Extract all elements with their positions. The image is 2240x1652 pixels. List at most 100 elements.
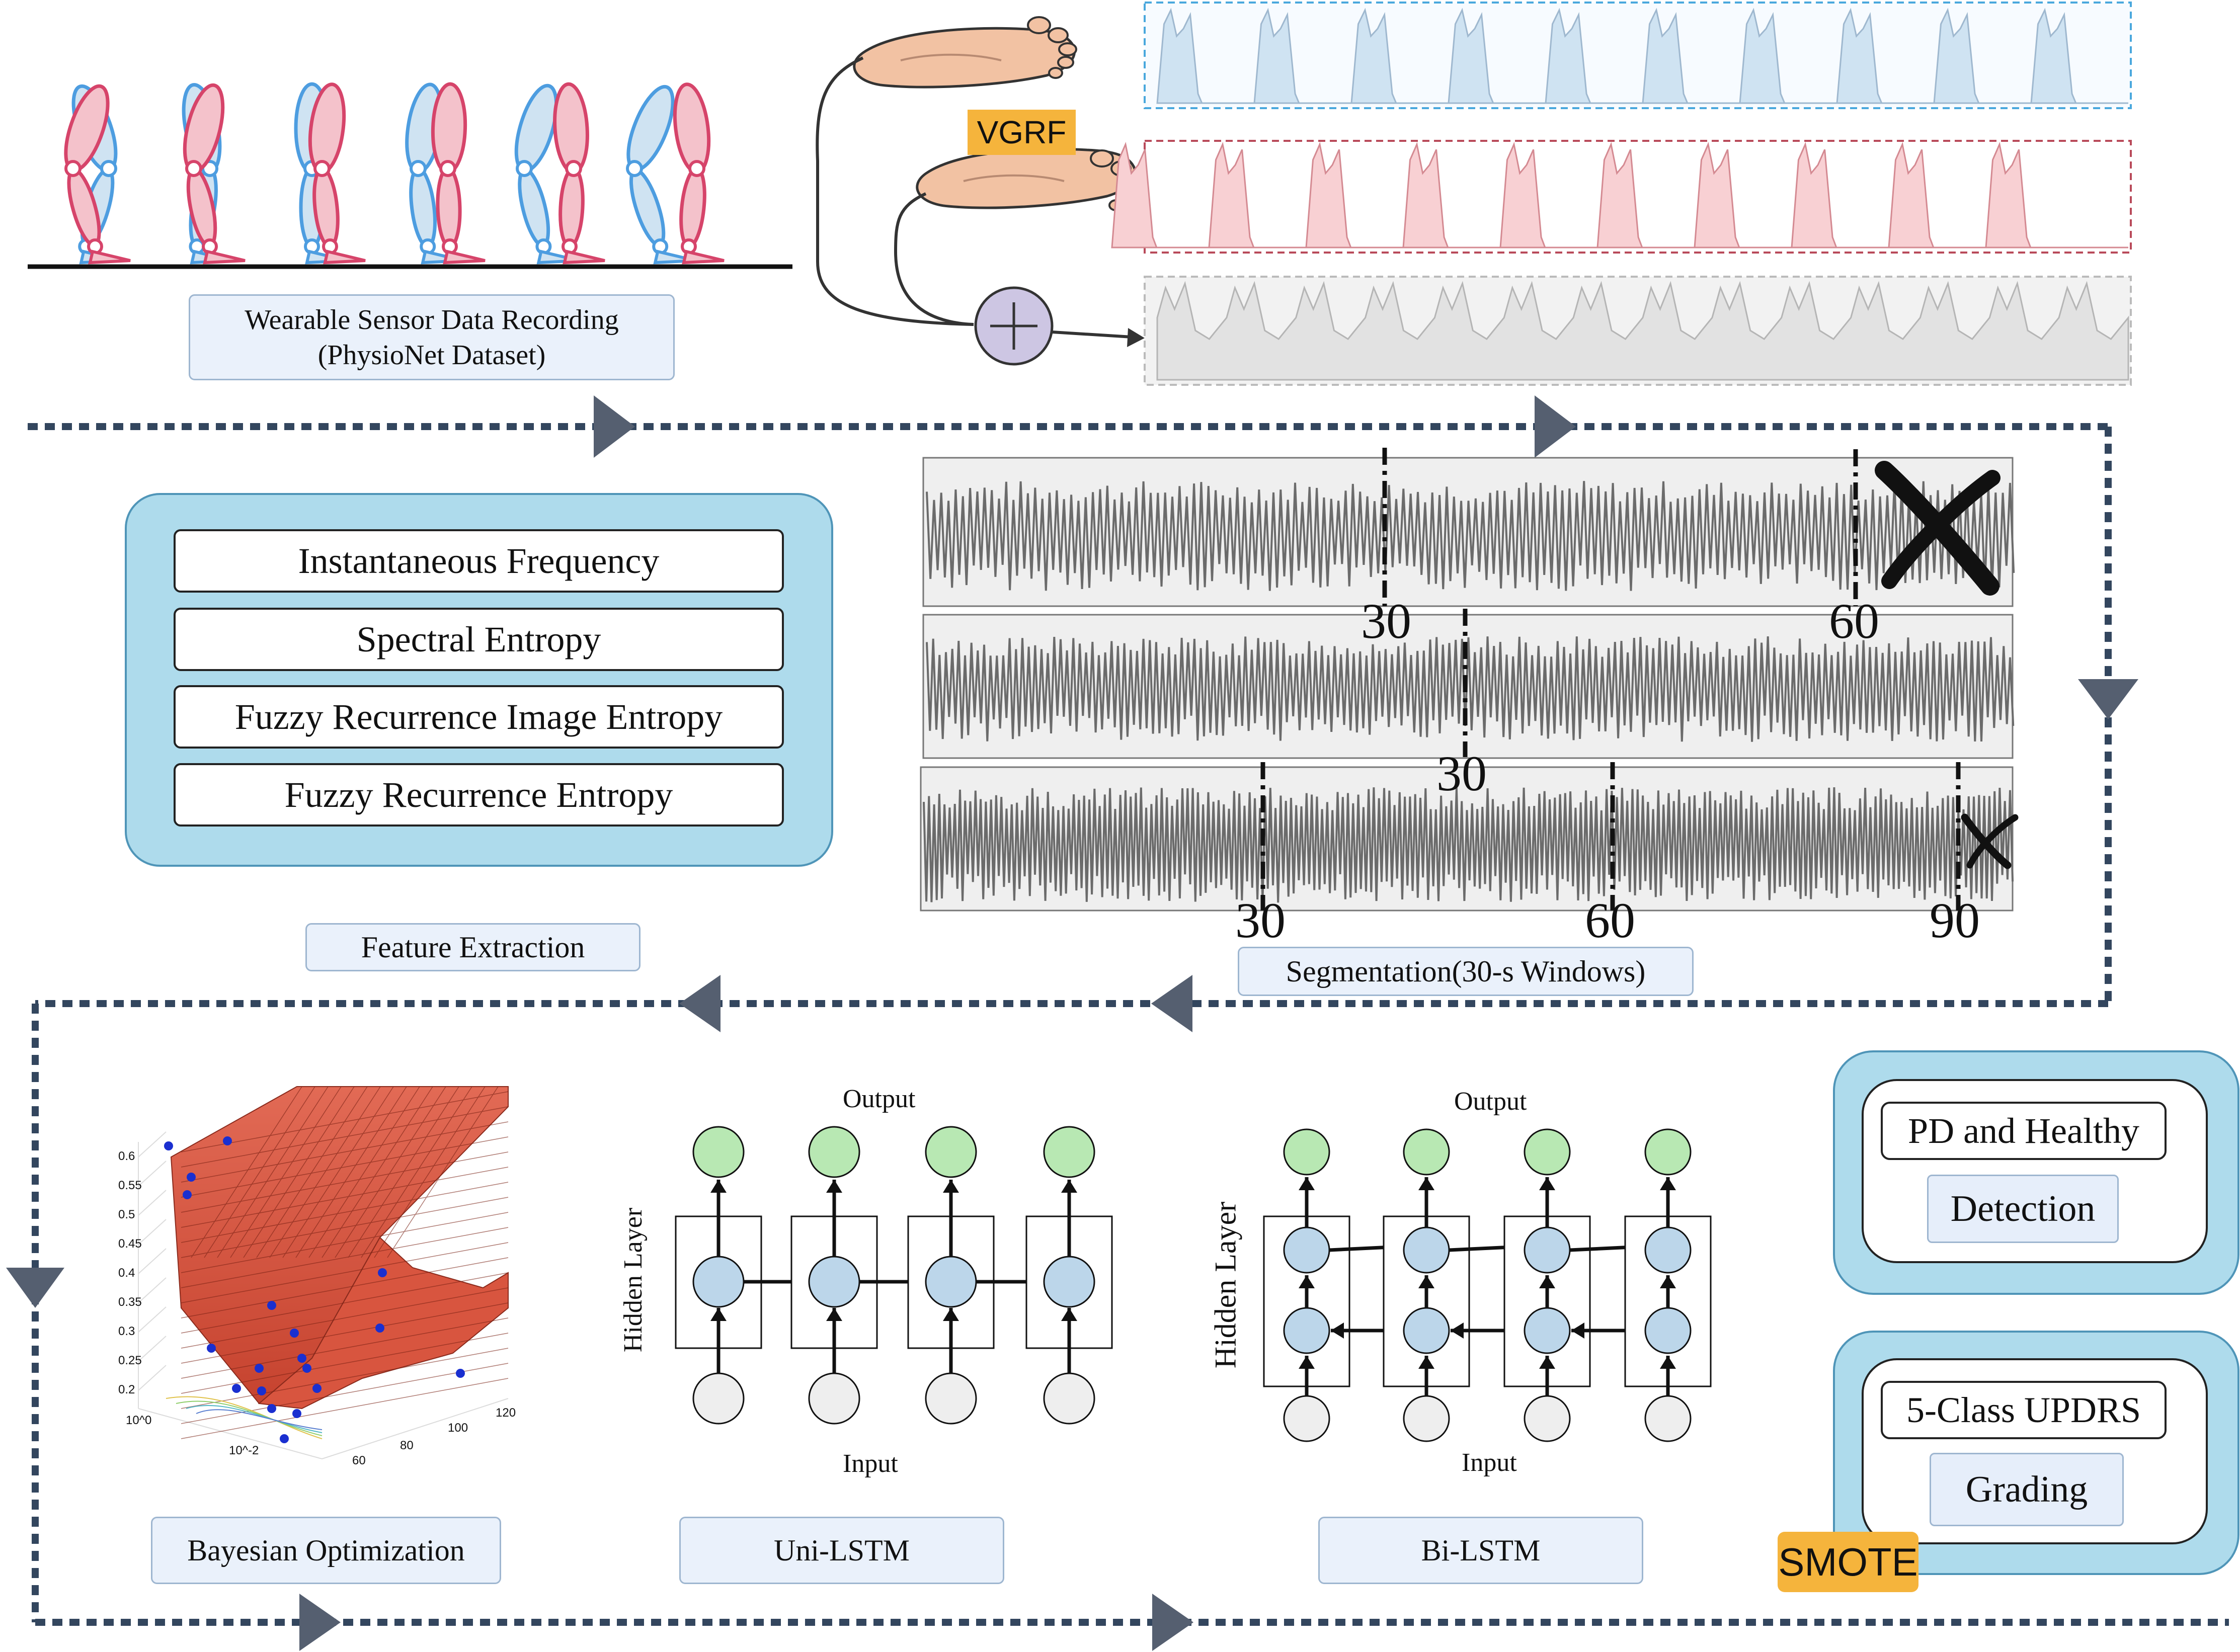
eval-point-17	[267, 1404, 276, 1413]
eval-point-7	[302, 1364, 311, 1373]
z-tick: 0.2	[118, 1383, 135, 1396]
bi-forward-node-0	[1283, 1226, 1330, 1274]
mark-row3-30: 30	[1235, 892, 1286, 948]
bi-input-node-3	[1644, 1395, 1692, 1442]
eval-point-18	[312, 1384, 322, 1393]
flow-arrowheads	[6, 395, 2138, 1651]
uni-hidden-node-3	[1043, 1256, 1095, 1308]
connector-lines	[816, 56, 974, 326]
bi-output-node-0	[1283, 1128, 1330, 1176]
eval-point-3	[187, 1173, 196, 1182]
uni-hidden-node-1	[808, 1256, 860, 1308]
eval-point-2	[183, 1190, 192, 1199]
discard-cross-small-icon	[1961, 813, 2019, 869]
uni-hidden-node-2	[925, 1256, 977, 1308]
segment-markers	[1260, 448, 1961, 911]
eval-point-5	[207, 1344, 216, 1353]
skeleton-leg-red-1	[183, 83, 246, 265]
eval-point-11	[456, 1369, 465, 1378]
uni-hidden-node-0	[692, 1256, 745, 1308]
eval-point-10	[292, 1409, 301, 1418]
eval-point-14	[255, 1364, 264, 1373]
flow-lines	[28, 423, 2229, 1626]
eval-point-12	[290, 1329, 299, 1338]
gait-skeletons	[64, 82, 725, 265]
bi-backward-node-2	[1524, 1307, 1571, 1354]
mark-row1-60: 60	[1829, 593, 1879, 649]
skeleton-leg-blue-5	[626, 85, 696, 265]
x-tick: 100	[448, 1421, 468, 1435]
eval-point-16	[375, 1324, 384, 1333]
feature-fuzzy-recurrence-entropy: Fuzzy Recurrence Entropy	[174, 763, 784, 827]
eval-point-15	[297, 1354, 306, 1363]
x-tick: 60	[352, 1454, 366, 1467]
eval-point-0	[164, 1141, 173, 1150]
z-tick: 0.3	[118, 1325, 135, 1338]
feature-extraction-label: Feature Extraction	[305, 923, 641, 971]
uni-output-node-2	[925, 1126, 977, 1178]
uni-input-node-3	[1043, 1372, 1095, 1425]
bi-forward-node-2	[1524, 1226, 1571, 1274]
right-foot-signal	[1111, 140, 2132, 254]
feature-spectral-entropy: Spectral Entropy	[174, 608, 784, 671]
x-tick: 120	[496, 1406, 516, 1420]
y-tick: 10^-2	[229, 1444, 259, 1457]
bi-output-node-2	[1524, 1128, 1571, 1176]
segment-row-1	[922, 457, 2015, 607]
skeleton-leg-red-4	[553, 82, 605, 265]
eval-point-4	[378, 1268, 387, 1277]
eval-point-8	[257, 1386, 266, 1395]
y-tick: 10^0	[126, 1414, 152, 1427]
grading-sub: Grading	[1930, 1453, 2124, 1526]
skeleton-leg-red-2	[308, 82, 366, 265]
bi-backward-node-3	[1644, 1307, 1692, 1354]
skeleton-leg-red-5	[673, 82, 725, 265]
eval-point-6	[267, 1301, 276, 1310]
z-tick: 0.55	[118, 1179, 142, 1192]
bi-forward-node-1	[1403, 1226, 1450, 1274]
mark-row3-90: 90	[1930, 892, 1980, 948]
uni-input-node-2	[925, 1372, 977, 1425]
skeleton-leg-blue-4	[514, 84, 580, 265]
bi-input-node-0	[1283, 1395, 1330, 1442]
bi-forward-node-3	[1644, 1226, 1692, 1274]
uni-output-node-0	[692, 1126, 745, 1178]
discard-cross-icon	[1875, 461, 2001, 596]
left-foot-signal	[1144, 2, 2132, 109]
z-tick: 0.45	[118, 1237, 142, 1251]
bi-backward-node-0	[1283, 1307, 1330, 1354]
segment-row-2	[922, 614, 2015, 759]
left-foot-icon	[853, 16, 1077, 89]
skeleton-leg-red-0	[64, 84, 131, 265]
grading-title: 5-Class UPDRS	[1881, 1381, 2167, 1439]
z-tick: 0.35	[118, 1295, 142, 1309]
uni-input-label: Input	[843, 1449, 898, 1478]
vgrf-tag: VGRF	[968, 110, 1076, 155]
mark-row1-30: 30	[1361, 593, 1411, 649]
segment-row-3	[920, 766, 2014, 912]
feature-fuzzy-recurrence-image-entropy: Fuzzy Recurrence Image Entropy	[174, 685, 784, 749]
z-tick: 0.4	[118, 1266, 135, 1280]
z-tick: 0.25	[118, 1354, 142, 1367]
eval-point-1	[223, 1136, 232, 1145]
recording-label: Wearable Sensor Data Recording (PhysioNe…	[189, 294, 675, 380]
bi-output-label: Output	[1454, 1087, 1527, 1116]
eval-point-9	[280, 1434, 289, 1443]
sum-node-icon	[974, 286, 1145, 366]
bi-input-node-1	[1403, 1395, 1450, 1442]
bi-lstm-label: Bi-LSTM	[1318, 1517, 1643, 1584]
z-tick: 0.6	[118, 1149, 135, 1163]
detection-sub: Detection	[1927, 1175, 2119, 1243]
uni-input-node-0	[692, 1372, 745, 1425]
uni-output-node-1	[808, 1126, 860, 1178]
uni-hidden-label: Hidden Layer	[619, 1207, 648, 1353]
total-signal	[1144, 276, 2132, 386]
segmentation-label: Segmentation(30-s Windows)	[1238, 947, 1694, 996]
uni-lstm-diagram	[675, 1126, 1113, 1425]
bayes-label: Bayesian Optimization	[151, 1517, 501, 1584]
uni-output-node-3	[1043, 1126, 1095, 1178]
bi-hidden-label: Hidden Layer	[1209, 1201, 1242, 1369]
skeleton-leg-red-3	[431, 82, 486, 265]
bi-backward-node-1	[1403, 1307, 1450, 1354]
bayes-plot	[112, 1086, 515, 1469]
